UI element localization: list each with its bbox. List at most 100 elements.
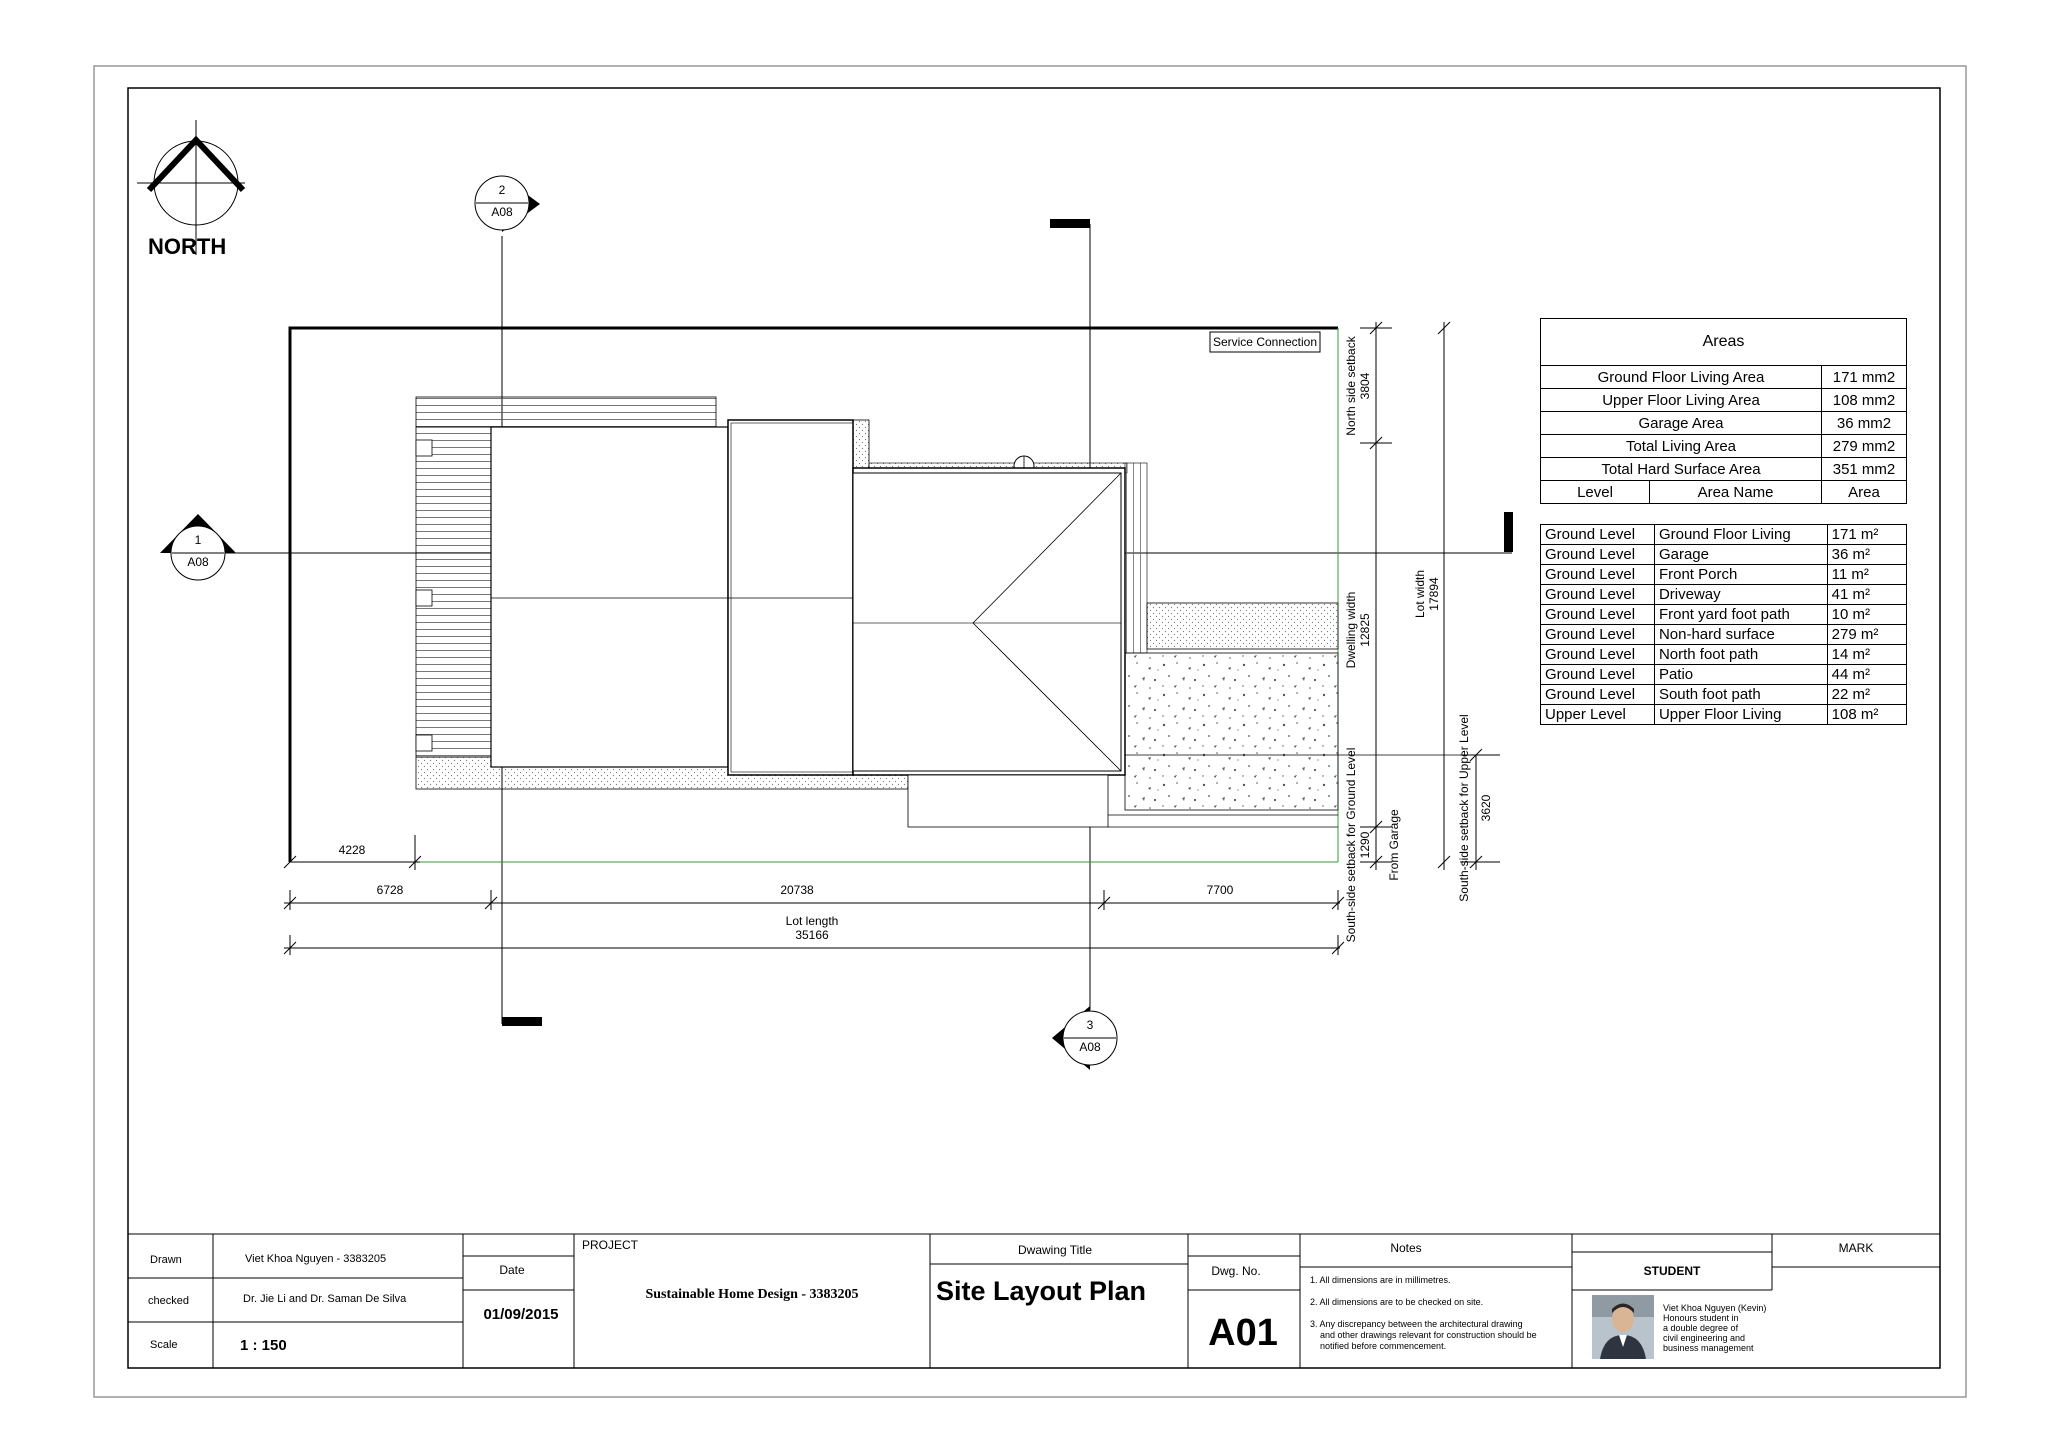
- section-marker-1: 1 A08: [160, 512, 1513, 581]
- south-setback-ground-label: South-side setback for Ground Level: [1344, 748, 1358, 943]
- date-value: 01/09/2015: [483, 1306, 558, 1323]
- front-porch: [1124, 462, 1148, 654]
- area-value-cell: 44 m²: [1826, 664, 1908, 685]
- north-arrow: NORTH: [137, 120, 246, 259]
- service-connection-box: [1209, 331, 1321, 353]
- date-label: Date: [499, 1263, 525, 1277]
- area-level-cell: Ground Level: [1540, 644, 1655, 665]
- lot-width-label: Lot width: [1413, 570, 1427, 618]
- inner-frame: [127, 87, 1941, 1369]
- south-setback-upper-value: 3620: [1479, 794, 1493, 821]
- area-summary-name: Ground Floor Living Area: [1540, 365, 1822, 389]
- drawing-title-value: Site Layout Plan: [936, 1276, 1146, 1306]
- area-value-cell: 41 m²: [1826, 584, 1908, 605]
- area-summary-name: Total Living Area: [1540, 434, 1822, 458]
- area-name-cell: Ground Floor Living: [1653, 524, 1828, 545]
- note-3c: notified before commencement.: [1320, 1341, 1446, 1351]
- areas-title: Areas: [1540, 318, 1907, 366]
- area-level-cell: Ground Level: [1540, 584, 1655, 605]
- south-setback-ground-value: 1290: [1358, 831, 1372, 858]
- notes-label: Notes: [1390, 1241, 1421, 1255]
- lot-length-value: 35166: [795, 928, 829, 942]
- area-name-cell: Front yard foot path: [1653, 604, 1828, 625]
- scale-label: Scale: [150, 1339, 178, 1351]
- drawing-title-label: Dwawing Title: [1018, 1243, 1092, 1257]
- checked-label: checked: [148, 1295, 189, 1307]
- dim-6728: 6728: [377, 883, 404, 897]
- note-1: 1. All dimensions are in millimetres.: [1310, 1275, 1451, 1285]
- section-3-sheet: A08: [1079, 1040, 1101, 1054]
- header-area: Area: [1821, 480, 1907, 504]
- area-value-cell: 11 m²: [1826, 564, 1908, 585]
- student-label: STUDENT: [1644, 1264, 1701, 1278]
- section-2-sheet: A08: [491, 205, 513, 219]
- area-level-cell: Ground Level: [1540, 604, 1655, 625]
- area-summary-value: 171 mm2: [1821, 365, 1907, 389]
- drawn-label: Drawn: [150, 1254, 182, 1266]
- header-area-name: Area Name: [1649, 480, 1822, 504]
- dim-7700: 7700: [1207, 883, 1234, 897]
- from-garage-label: From Garage: [1387, 809, 1401, 881]
- area-value-cell: 22 m²: [1826, 684, 1908, 705]
- area-level-cell: Ground Level: [1540, 624, 1655, 645]
- garage: [907, 774, 1109, 828]
- area-level-cell: Ground Level: [1540, 684, 1655, 705]
- north-label: NORTH: [148, 234, 226, 259]
- area-summary-value: 351 mm2: [1821, 457, 1907, 481]
- area-name-cell: Patio: [1653, 664, 1828, 685]
- mark-label: MARK: [1839, 1241, 1874, 1255]
- note-2: 2. All dimensions are to be checked on s…: [1310, 1297, 1483, 1307]
- area-level-cell: Ground Level: [1540, 544, 1655, 565]
- section-marker-2: 2 A08: [474, 175, 542, 1026]
- north-setback-label: North side setback: [1344, 335, 1358, 435]
- south-setback-upper-label: South-side setback for Upper Level: [1457, 714, 1471, 901]
- area-name-cell: Front Porch: [1653, 564, 1828, 585]
- note-3b: and other drawings relevant for construc…: [1320, 1330, 1537, 1340]
- lot-length-label: Lot length: [786, 914, 839, 928]
- area-value-cell: 279 m²: [1826, 624, 1908, 645]
- area-name-cell: South foot path: [1653, 684, 1828, 705]
- area-value-cell: 171 m²: [1826, 524, 1908, 545]
- area-summary-value: 108 mm2: [1821, 388, 1907, 412]
- section-1-sheet: A08: [187, 555, 209, 569]
- dwelling-width-value: 12825: [1358, 613, 1372, 647]
- student-photo: [1592, 1295, 1654, 1359]
- area-summary-value: 279 mm2: [1821, 434, 1907, 458]
- area-name-cell: Driveway: [1653, 584, 1828, 605]
- area-level-cell: Ground Level: [1540, 524, 1655, 545]
- garage-roof: [852, 472, 1122, 772]
- student-line-3: a double degree of: [1663, 1323, 1739, 1333]
- area-name-cell: Non-hard surface: [1653, 624, 1828, 645]
- area-summary-name: Total Hard Surface Area: [1540, 457, 1822, 481]
- table-header-row: Level Area Name Area: [1540, 480, 1907, 504]
- dwg-no-value: A01: [1208, 1312, 1278, 1354]
- student-line-5: business management: [1663, 1343, 1754, 1353]
- student-line-4: civil engineering and: [1663, 1333, 1745, 1343]
- section-3-number: 3: [1087, 1018, 1094, 1032]
- dwg-no-label: Dwg. No.: [1211, 1264, 1260, 1278]
- area-value-cell: 10 m²: [1826, 604, 1908, 625]
- section-2-number: 2: [499, 183, 506, 197]
- area-value-cell: 108 m²: [1826, 704, 1908, 725]
- project-value: Sustainable Home Design - 3383205: [645, 1287, 858, 1302]
- outer-frame: [93, 65, 1967, 1398]
- area-name-cell: North foot path: [1653, 644, 1828, 665]
- project-label: PROJECT: [582, 1238, 639, 1252]
- dimension-lines: [283, 321, 1500, 955]
- rear-deck: [415, 396, 717, 758]
